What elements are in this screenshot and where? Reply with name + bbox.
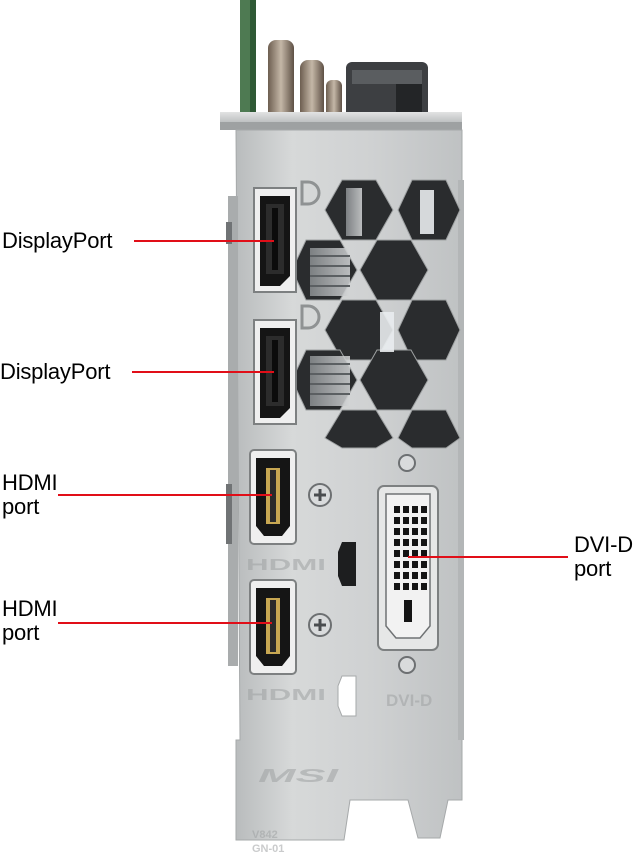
heatpipes (268, 40, 342, 124)
label-hdmi-1: HDMI port (2, 470, 58, 519)
dvi-pin (412, 528, 418, 535)
label-displayport-1: DisplayPort (2, 228, 113, 253)
engraving-code-2: GN-01 (252, 843, 284, 855)
dvi-pin (403, 561, 409, 568)
engraving-hdmi-lower: HDMI (246, 687, 326, 704)
dvi-pin (421, 528, 427, 535)
dvi-d-connector (377, 485, 439, 651)
dvi-pin (421, 572, 427, 579)
hdmi-connector-1 (249, 449, 297, 545)
phillips-screw-icon (308, 454, 416, 674)
dvi-pin (394, 550, 400, 557)
dvi-pin (421, 550, 427, 557)
dvi-pin (412, 550, 418, 557)
dvi-pin (412, 572, 418, 579)
engraving-dvi-d: DVI-D (386, 691, 432, 710)
bracket-fold (228, 196, 238, 666)
dvi-pin (421, 539, 427, 546)
dvi-pin (394, 506, 400, 513)
dvi-pin (412, 506, 418, 513)
dvi-pin (394, 528, 400, 535)
dvi-pin (403, 550, 409, 557)
dvi-pin (403, 583, 409, 590)
label-displayport-2: DisplayPort (0, 359, 111, 384)
dvi-pin (421, 506, 427, 513)
dvi-pin (394, 583, 400, 590)
displayport-connector-1 (253, 187, 297, 293)
dvi-pin (412, 561, 418, 568)
vent-slot (338, 542, 356, 586)
engraving-code-1: V842 (252, 829, 278, 841)
dvi-pin (412, 583, 418, 590)
label-dvi-d: DVI-D port (574, 532, 633, 581)
dvi-pin (394, 572, 400, 579)
bracket-cutout (337, 675, 357, 717)
dvi-pin (421, 561, 427, 568)
pcb-edge (240, 0, 256, 122)
displayport-connector-2 (253, 319, 297, 425)
engraving-brand: MSI (258, 766, 340, 786)
dvi-pin (412, 539, 418, 546)
dvi-pin (403, 539, 409, 546)
dvi-pin (403, 528, 409, 535)
dvi-pin (394, 539, 400, 546)
label-hdmi-2: HDMI port (2, 596, 58, 645)
dvi-pin (403, 506, 409, 513)
engraving-hdmi-upper: HDMI (246, 557, 326, 574)
vent-honeycomb (291, 179, 461, 449)
dvi-pin (412, 517, 418, 524)
leader-lines (58, 240, 568, 624)
displayport-icon (300, 180, 321, 330)
dvi-pin (421, 517, 427, 524)
dvi-pin (394, 517, 400, 524)
dvi-pin (403, 517, 409, 524)
dvi-pin (421, 583, 427, 590)
dvi-pin (403, 572, 409, 579)
dvi-pin (394, 561, 400, 568)
hdmi-connector-2 (249, 579, 297, 675)
